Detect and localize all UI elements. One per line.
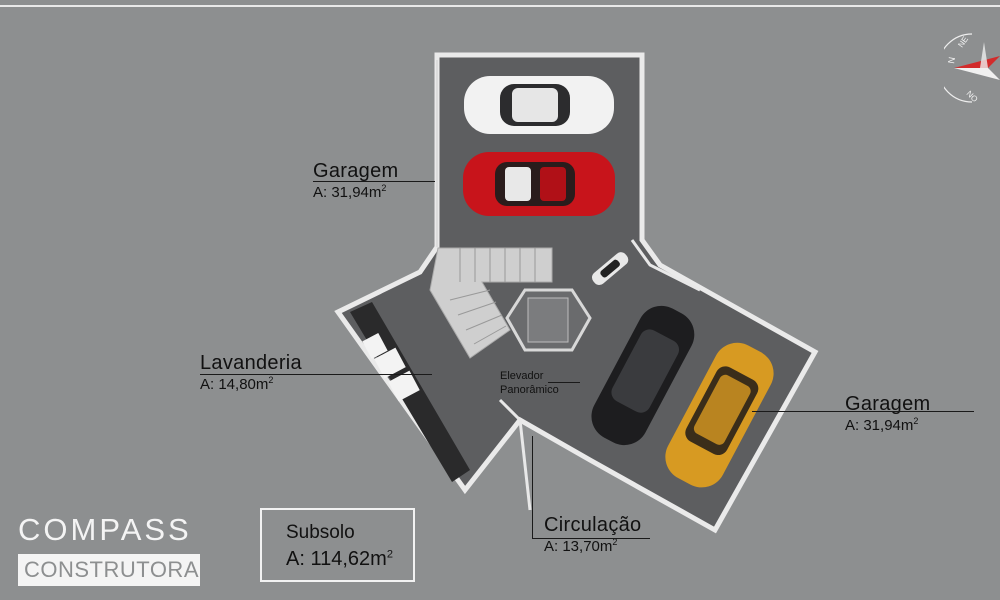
- leader-garagem-top: [313, 181, 435, 182]
- leader-garagem-right: [752, 411, 974, 412]
- car-white: [464, 76, 614, 134]
- elevador-line1: Elevador: [500, 370, 544, 382]
- summary-box: Subsolo A: 114,62m2: [260, 508, 415, 582]
- summary-area: A: 114,62m2: [286, 548, 393, 570]
- room-name: Circulação: [544, 514, 642, 536]
- room-area: A: 14,80m2: [200, 375, 274, 393]
- compass-rose-icon: NE N NO: [944, 33, 1000, 104]
- label-garagem-top: Garagem A: 31,94m2: [313, 161, 398, 200]
- car-black: [591, 305, 695, 446]
- laundry-machine-2: [388, 370, 420, 402]
- room-area: A: 13,70m2: [544, 537, 618, 555]
- room-area: A: 31,94m2: [845, 416, 919, 434]
- label-garagem-right: Garagem A: 31,94m2: [845, 394, 930, 433]
- leader-circulacao: [532, 538, 650, 539]
- room-name: Garagem: [313, 160, 399, 182]
- compass-n: N: [946, 56, 957, 64]
- leader-circulacao-vertical: [532, 436, 533, 539]
- logo-top-text: COMPASS: [18, 512, 192, 547]
- motorcycle: [591, 252, 629, 285]
- summary-title: Subsolo: [286, 522, 355, 543]
- room-name: Lavanderia: [200, 352, 302, 374]
- compass-logo: COMPASS CONSTRUTORA: [18, 512, 200, 586]
- staircase: [429, 247, 553, 359]
- wall-segment-lower: [498, 398, 532, 511]
- car-yellow: [665, 342, 774, 488]
- room-name: Garagem: [845, 393, 931, 415]
- elevador-line2: Panorâmico: [500, 384, 559, 396]
- laundry-sink-1: [362, 332, 388, 360]
- top-frame-line: [0, 5, 1000, 7]
- car-red: [463, 152, 615, 216]
- laundry-machine-1: [374, 347, 406, 379]
- leader-lavanderia: [200, 374, 432, 375]
- label-circulacao: Circulação A: 13,70m2: [544, 515, 641, 554]
- logo-bottom-text: CONSTRUTORA: [18, 554, 200, 586]
- elevator-shaft: [505, 288, 592, 352]
- wall-segment-right: [630, 239, 701, 292]
- label-elevador: Elevador Panorâmico: [500, 369, 559, 397]
- room-area: A: 31,94m2: [313, 183, 387, 201]
- leader-elevador: [548, 382, 580, 383]
- label-lavanderia: Lavanderia A: 14,80m2: [200, 353, 302, 392]
